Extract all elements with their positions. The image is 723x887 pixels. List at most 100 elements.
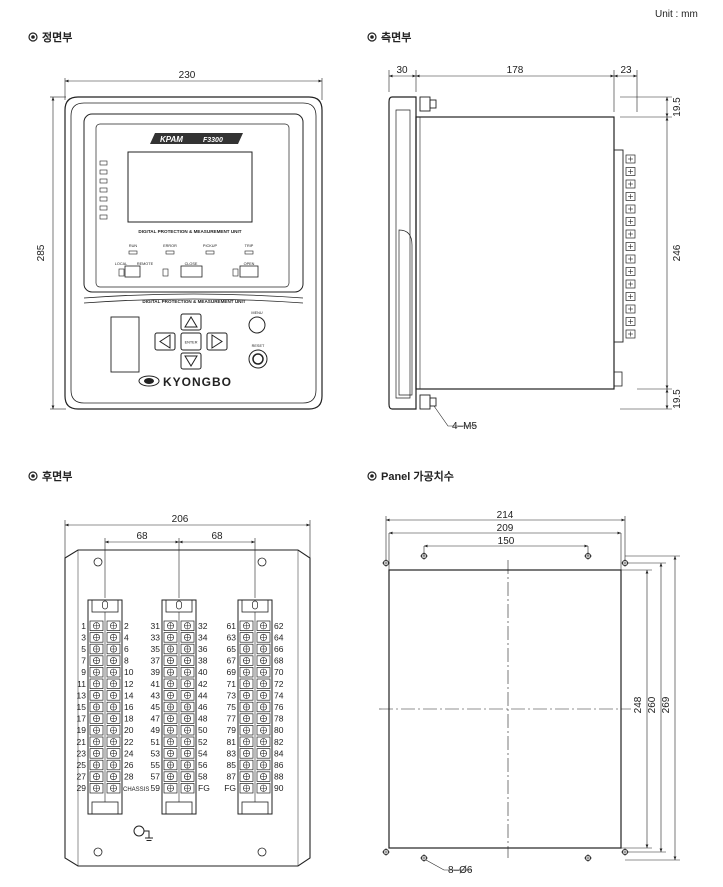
terminal-label: 8	[124, 656, 129, 666]
terminal-label: 37	[151, 656, 161, 666]
terminal-screw	[163, 678, 178, 689]
screw-label: 4–M5	[452, 421, 477, 432]
terminal-label: 85	[227, 760, 237, 770]
rear-terminal-column	[613, 149, 624, 343]
panel-hole-pitch-label: 150	[498, 536, 515, 547]
menu-button[interactable]	[248, 316, 266, 334]
terminal-label: 32	[198, 621, 208, 631]
local-remote-switch[interactable]	[124, 265, 141, 278]
terminal-screw	[163, 643, 178, 655]
side-terminal	[625, 279, 636, 289]
terminal-screw	[106, 736, 121, 747]
reset-button[interactable]	[248, 349, 268, 369]
side-terminal	[625, 167, 636, 176]
terminal-label: 26	[124, 760, 134, 770]
side-terminal	[625, 254, 636, 264]
terminal-screw	[89, 690, 104, 701]
terminal-screw	[180, 620, 195, 631]
close-label: CLOSE	[185, 262, 198, 266]
terminal-label: 75	[227, 702, 237, 712]
svg-text:정면부: 정면부	[42, 30, 72, 44]
terminal-screw	[239, 748, 254, 759]
terminal-screw	[180, 678, 195, 689]
enter-key[interactable]	[180, 332, 202, 351]
terminal-label: 39	[151, 667, 161, 677]
terminal-label: 68	[274, 656, 284, 666]
terminal-label: 14	[124, 690, 134, 700]
side-terminal	[625, 242, 636, 251]
terminal-label: 22	[124, 737, 134, 747]
mount-hole	[257, 847, 267, 857]
terminal-screw	[256, 632, 271, 643]
front-width-label: 230	[179, 70, 196, 81]
logo-text: KPAM	[160, 135, 183, 144]
terminal-label: 28	[124, 772, 134, 782]
terminal-label: 13	[77, 690, 87, 700]
right-key[interactable]	[206, 332, 228, 351]
terminal-label: 25	[77, 760, 87, 770]
terminal-screw	[180, 643, 195, 655]
terminal-label: 27	[77, 772, 87, 782]
terminal-label: 76	[274, 702, 284, 712]
terminal-screw	[89, 748, 104, 759]
terminal-label: 40	[198, 667, 208, 677]
terminal-screw	[239, 690, 254, 701]
svg-text:후면부: 후면부	[42, 469, 72, 483]
up-key[interactable]	[180, 313, 202, 331]
terminal-screw	[163, 632, 178, 643]
terminal-label: 74	[274, 690, 284, 700]
terminal-screw	[106, 655, 121, 666]
terminal-screw	[239, 632, 254, 643]
terminal-screw	[256, 701, 271, 713]
terminal-label: 79	[227, 725, 237, 735]
terminal-screw	[89, 620, 104, 631]
terminal-screw	[163, 759, 178, 771]
run-label: RUN	[129, 244, 137, 248]
terminal-label: 84	[274, 748, 284, 758]
terminal-label: 42	[198, 679, 208, 689]
terminal-screw	[239, 620, 254, 631]
terminal-label: 53	[151, 748, 161, 758]
terminal-label: 34	[198, 632, 208, 642]
terminal-label: 65	[227, 644, 237, 654]
section-title-rear: 후면부	[28, 469, 72, 483]
left-key[interactable]	[154, 332, 176, 351]
brand-name: KYONGBO	[163, 375, 232, 389]
side-terminal	[625, 267, 636, 276]
open-button[interactable]	[239, 265, 259, 278]
terminal-screw	[89, 713, 104, 724]
terminal-screw	[256, 736, 271, 747]
bezel-title: DIGITAL PROTECTION & MEASUREMENT UNIT	[142, 299, 245, 304]
local-label: LOCAL	[115, 262, 127, 266]
mount-hole	[93, 557, 103, 567]
terminal-screw	[256, 667, 271, 678]
terminal-screw	[163, 783, 178, 794]
side-view	[388, 70, 672, 427]
terminal-label: 19	[77, 725, 87, 735]
terminal-label: 18	[124, 714, 134, 724]
terminal-screw	[89, 771, 104, 782]
terminal-label: 1	[81, 621, 86, 631]
terminal-label: 5	[81, 644, 86, 654]
down-key[interactable]	[180, 352, 202, 370]
terminal-screw	[89, 701, 104, 713]
terminal-screw	[239, 655, 254, 666]
panel-cut-width-label: 209	[497, 523, 514, 534]
terminal-label: 21	[77, 737, 87, 747]
terminal-label: 88	[274, 772, 284, 782]
terminal-label: 52	[198, 737, 208, 747]
terminal-screw	[106, 759, 121, 771]
terminal-label: 36	[198, 644, 208, 654]
close-button[interactable]	[180, 265, 203, 278]
terminal-label: 29	[77, 783, 87, 793]
terminal-screw	[180, 748, 195, 759]
side-terminal	[625, 317, 636, 326]
terminal-label: 59	[151, 783, 161, 793]
terminal-screw	[106, 783, 121, 794]
terminal-screw	[256, 771, 271, 782]
terminal-label: 16	[124, 702, 134, 712]
bullet-icon	[28, 471, 38, 481]
terminal-label: 41	[151, 679, 161, 689]
terminal-screw	[180, 632, 195, 643]
